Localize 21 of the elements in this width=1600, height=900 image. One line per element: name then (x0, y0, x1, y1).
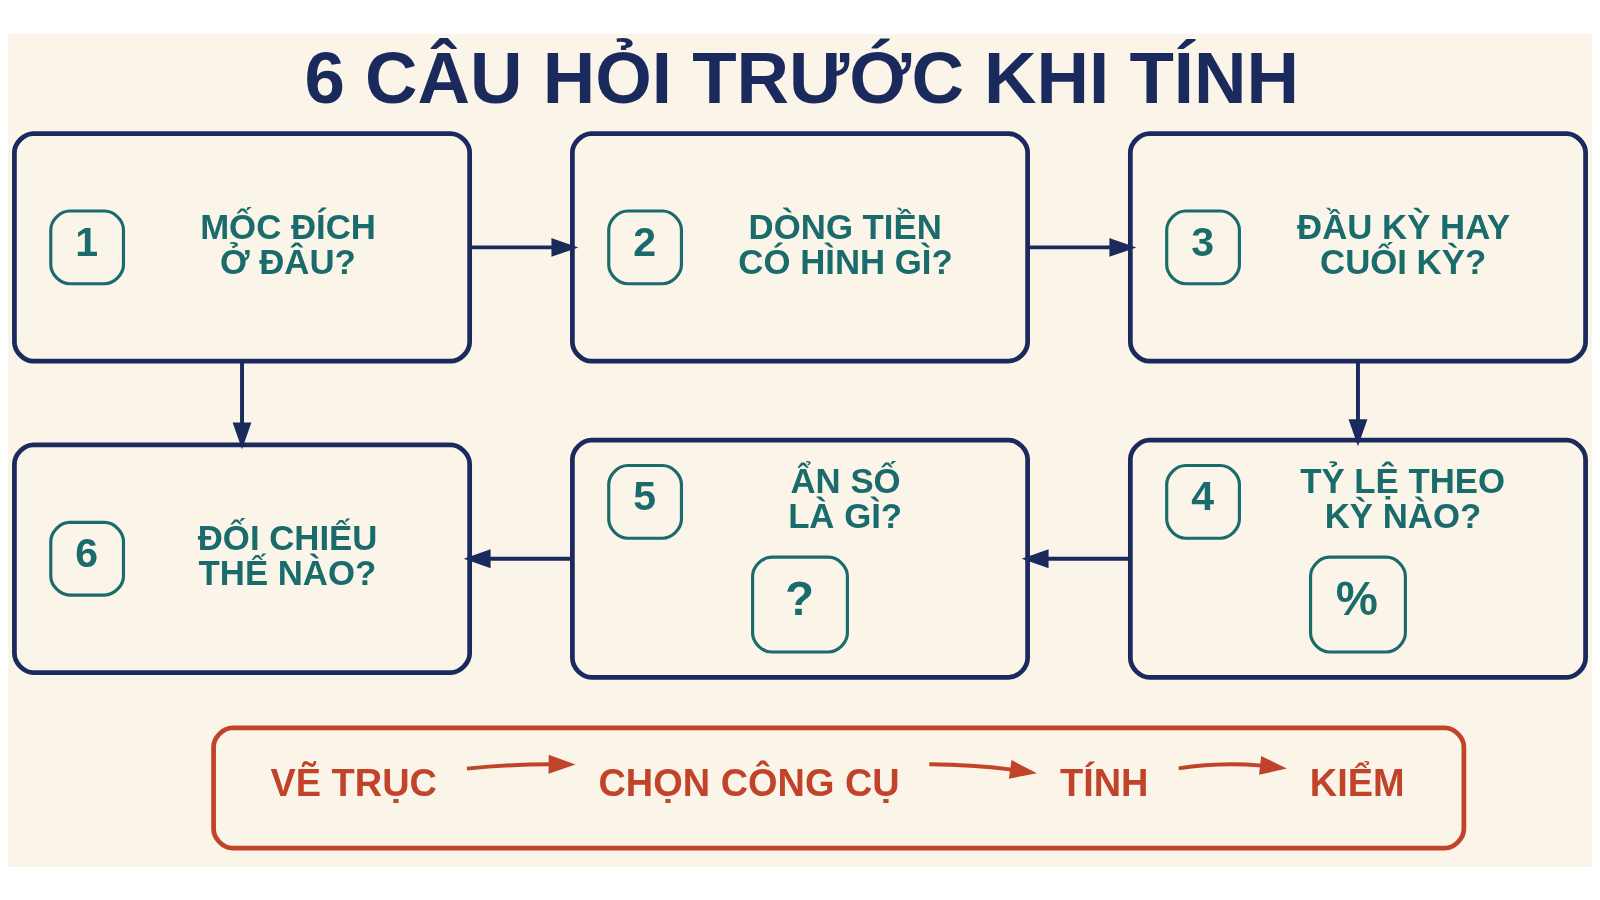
diagram-title: 6 CÂU HỎI TRƯỚC KHI TÍNH (304, 36, 1300, 118)
node-text: TÍNH (1060, 761, 1149, 804)
arrow (463, 548, 573, 568)
node-box: 3 ĐẦU KỲ HAY CUỐI KỲ? (1128, 130, 1588, 364)
cluster (211, 725, 1467, 850)
arrow (929, 759, 1037, 779)
arrow (466, 754, 576, 774)
arrow (469, 237, 579, 257)
node-box: 2 DÒNG TIỀN CÓ HÌNH GÌ? (570, 130, 1030, 364)
arrow (1178, 755, 1287, 775)
node-text: KIỂM (1309, 761, 1405, 804)
node-box: 5 ẨN SỐ LÀ GÌ? ? (570, 437, 1030, 680)
node-text: CHỌN CÔNG CỤ (598, 761, 900, 804)
arrow (1027, 237, 1137, 257)
node-box: 6 ĐỐI CHIẾU THẾ NÀO? (12, 442, 472, 675)
arrow (1348, 360, 1368, 446)
arrow (1021, 548, 1131, 568)
node-text: VẼ TRỤC (270, 761, 437, 804)
node-box: 4 TỶ LỆ THEO KỲ NÀO? % (1128, 437, 1588, 680)
node-box: 1 MỐC ĐÍCH Ở ĐÂU? (12, 130, 472, 364)
arrow (232, 360, 252, 449)
